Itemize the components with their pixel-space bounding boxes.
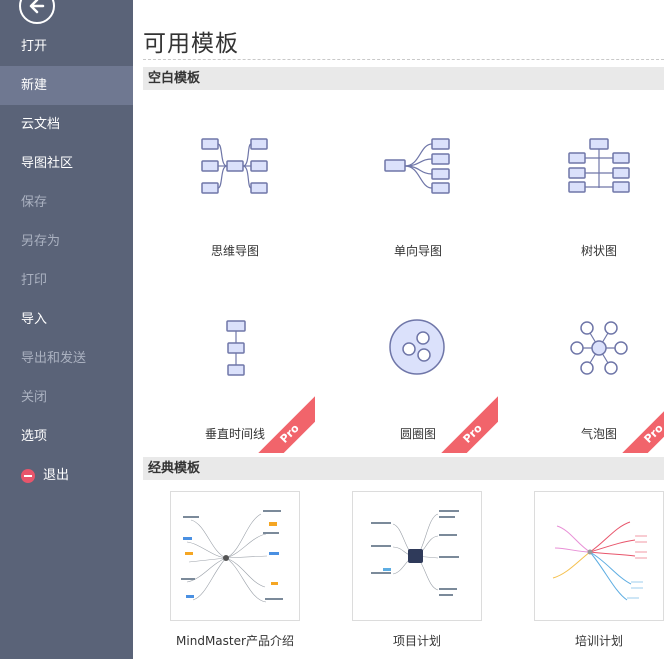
- vertical-timeline-icon: [226, 320, 246, 376]
- sidebar-item-label: 新建: [21, 78, 48, 93]
- exit-icon: [21, 468, 35, 483]
- sidebar-item-open[interactable]: 打开: [0, 27, 133, 66]
- template-vertical-timeline[interactable]: Pro 垂直时间线: [155, 283, 315, 453]
- classic-template-project-plan[interactable]: 项目计划: [342, 491, 492, 649]
- sidebar-item-options[interactable]: 选项: [0, 417, 133, 456]
- template-circle-map[interactable]: Pro 圆圈图: [338, 283, 498, 453]
- tree-map-icon: [568, 138, 630, 193]
- sidebar-item-label: 另存为: [21, 234, 61, 249]
- template-label: 圆圈图: [399, 427, 436, 441]
- sidebar-item-print[interactable]: 打印: [0, 261, 133, 300]
- template-label: 培训计划: [574, 634, 623, 648]
- arrow-left-icon: [29, 0, 45, 14]
- sidebar-item-save[interactable]: 保存: [0, 183, 133, 222]
- classic-template-product-intro[interactable]: MindMaster产品介绍: [160, 491, 310, 649]
- sidebar-nav: 打开 新建 云文档 导图社区 保存 另存为 打印 导入 导出和发送 关闭 选项 …: [0, 27, 133, 495]
- section-header-blank: 空白模板: [143, 67, 664, 90]
- back-button[interactable]: [19, 0, 55, 24]
- sidebar-item-label: 选项: [21, 429, 48, 444]
- mind-map-preview-icon: [181, 510, 283, 603]
- template-label: 单向导图: [393, 244, 442, 258]
- template-label: 树状图: [580, 244, 617, 258]
- sidebar-item-save-as[interactable]: 另存为: [0, 222, 133, 261]
- section-header-classic: 经典模板: [143, 457, 664, 480]
- template-thumbnail: [352, 491, 482, 621]
- sidebar: 打开 新建 云文档 导图社区 保存 另存为 打印 导入 导出和发送 关闭 选项 …: [0, 0, 133, 659]
- title-divider: [143, 59, 664, 60]
- sidebar-item-export[interactable]: 导出和发送: [0, 339, 133, 378]
- bubble-map-icon: [570, 321, 628, 375]
- sidebar-item-label: 保存: [21, 195, 48, 210]
- classic-template-training-plan[interactable]: 培训计划: [524, 491, 664, 649]
- sidebar-item-cloud[interactable]: 云文档: [0, 105, 133, 144]
- page-title: 可用模板: [143, 31, 239, 57]
- sidebar-item-label: 退出: [43, 468, 70, 483]
- sidebar-item-label: 打印: [21, 273, 48, 288]
- sidebar-item-label: 打开: [21, 39, 48, 54]
- sidebar-item-label: 导图社区: [21, 156, 74, 171]
- sidebar-item-label: 云文档: [21, 117, 61, 132]
- sidebar-item-close[interactable]: 关闭: [0, 378, 133, 417]
- template-tree-map[interactable]: 树状图: [519, 100, 664, 270]
- sidebar-item-new[interactable]: 新建: [0, 66, 133, 105]
- sidebar-item-label: 导入: [21, 312, 48, 327]
- template-thumbnail: [534, 491, 664, 621]
- template-mind-map[interactable]: 思维导图: [155, 100, 315, 270]
- right-map-icon: [384, 138, 450, 194]
- template-label: 思维导图: [210, 244, 259, 258]
- circle-map-icon: [389, 319, 445, 375]
- mind-map-icon: [201, 138, 268, 194]
- sidebar-item-exit[interactable]: 退出: [0, 456, 133, 495]
- template-thumbnail: [170, 491, 300, 621]
- template-label: 项目计划: [392, 634, 441, 648]
- template-label: MindMaster产品介绍: [176, 634, 294, 648]
- sidebar-item-import[interactable]: 导入: [0, 300, 133, 339]
- template-right-map[interactable]: 单向导图: [338, 100, 498, 270]
- template-label: 气泡图: [580, 427, 617, 441]
- training-plan-preview-icon: [552, 521, 647, 601]
- main-panel: 可用模板 空白模板 思维导图: [133, 0, 664, 659]
- template-label: 垂直时间线: [204, 427, 265, 441]
- sidebar-item-label: 关闭: [21, 390, 48, 405]
- sidebar-item-label: 导出和发送: [21, 351, 87, 366]
- project-plan-preview-icon: [371, 510, 459, 596]
- template-bubble-map[interactable]: Pro 气泡图: [519, 283, 664, 453]
- sidebar-item-community[interactable]: 导图社区: [0, 144, 133, 183]
